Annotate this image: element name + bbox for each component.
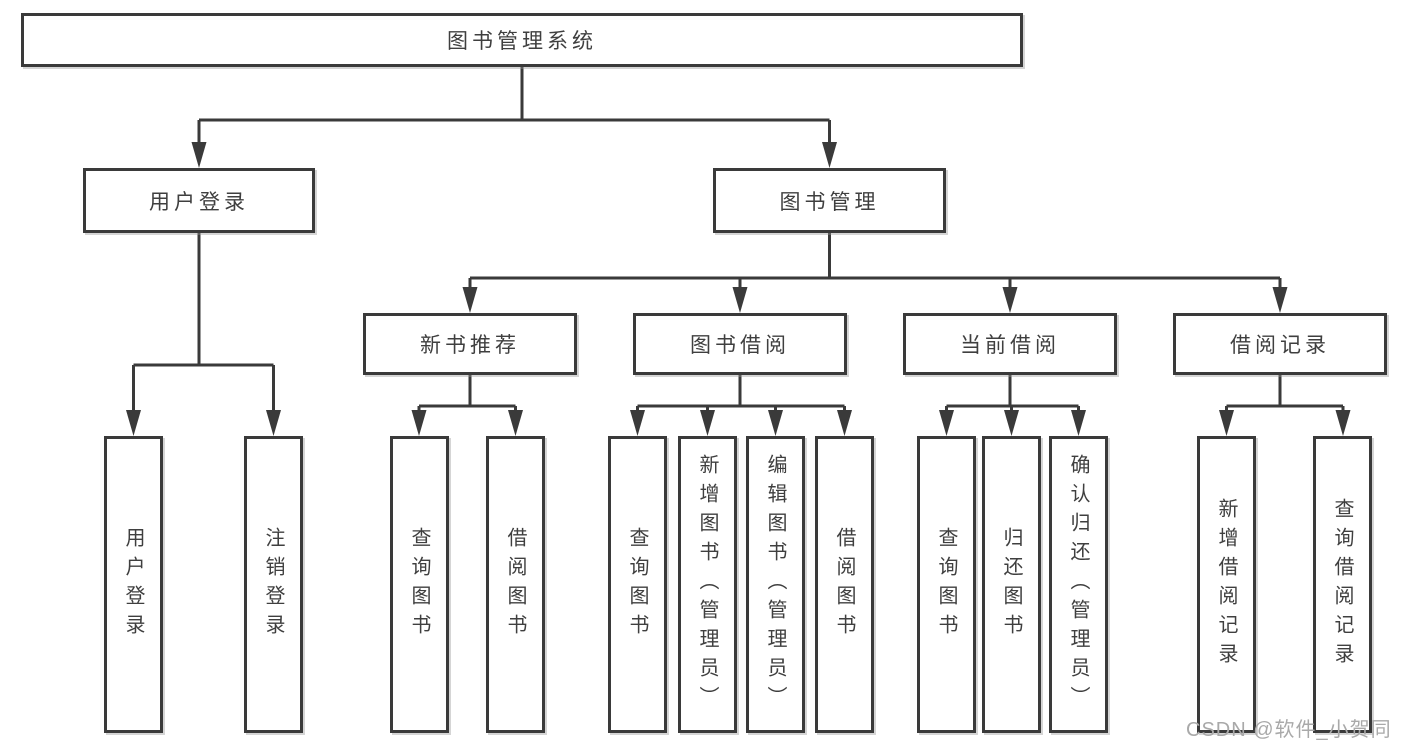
arrowhead-icon — [1335, 410, 1351, 436]
arrowhead-icon — [700, 410, 715, 436]
arrowheads — [126, 142, 1351, 436]
node-book-management: 图书管理 — [713, 168, 946, 233]
leaf-borrowing-borrow-books: 借阅图书 — [815, 436, 874, 733]
arrowhead-icon — [732, 287, 748, 313]
arrowhead-icon — [266, 410, 281, 436]
leaf-borrowing-add-books-admin: 新增图书（管理员） — [678, 436, 737, 733]
leaf-records-add-record: 新增借阅记录 — [1197, 436, 1256, 733]
connector-stems — [132, 66, 1345, 414]
node-user-login: 用户登录 — [83, 168, 315, 233]
arrowhead-icon — [837, 410, 852, 436]
arrowhead-icon — [822, 142, 837, 168]
node-borrowing-records: 借阅记录 — [1173, 313, 1387, 375]
arrowhead-icon — [462, 287, 478, 313]
leaf-recommend-query-books: 查询图书 — [390, 436, 449, 733]
leaf-current-confirm-return-admin: 确认归还（管理员） — [1049, 436, 1108, 733]
node-new-book-recommendation: 新书推荐 — [363, 313, 577, 375]
leaf-current-return-books: 归还图书 — [982, 436, 1041, 733]
leaf-records-query-record: 查询借阅记录 — [1313, 436, 1372, 733]
leaf-logout: 注销登录 — [244, 436, 303, 733]
leaf-borrowing-query-books: 查询图书 — [608, 436, 667, 733]
arrowhead-icon — [939, 410, 954, 436]
arrowhead-icon — [1219, 410, 1234, 436]
arrowhead-icon — [1071, 410, 1086, 436]
leaf-current-query-books: 查询图书 — [917, 436, 976, 733]
arrowhead-icon — [630, 410, 645, 436]
leaf-user-login: 用户登录 — [104, 436, 163, 733]
node-library-system: 图书管理系统 — [21, 13, 1023, 67]
node-current-borrowing: 当前借阅 — [903, 313, 1117, 375]
node-book-borrowing: 图书借阅 — [633, 313, 847, 375]
arrowhead-icon — [126, 410, 141, 436]
watermark: CSDN @软件_小贺同学 — [1186, 719, 1392, 741]
arrowhead-icon — [768, 410, 783, 436]
arrowhead-icon — [191, 142, 207, 168]
arrowhead-icon — [411, 410, 427, 436]
arrowhead-icon — [1004, 410, 1019, 436]
leaf-recommend-borrow-books: 借阅图书 — [486, 436, 545, 733]
arrowhead-icon — [1272, 287, 1288, 313]
leaf-borrowing-edit-books-admin: 编辑图书（管理员） — [746, 436, 805, 733]
arrowhead-icon — [508, 410, 523, 436]
arrowhead-icon — [1002, 287, 1018, 313]
